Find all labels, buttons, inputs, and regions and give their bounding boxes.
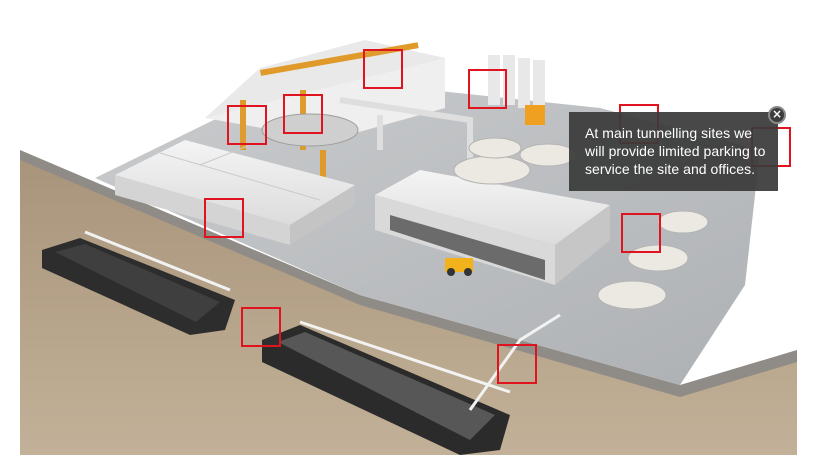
hotspot-warehouse[interactable]	[204, 198, 244, 238]
close-icon[interactable]: ×	[768, 106, 786, 124]
river	[20, 155, 797, 455]
spoil-shed	[375, 170, 610, 285]
wheel-loader	[445, 258, 473, 276]
info-tooltip: At main tunnelling sites we will provide…	[569, 112, 778, 191]
settling-tanks	[453, 137, 709, 310]
barge-gantries	[84, 230, 561, 411]
barge-right	[262, 325, 510, 455]
hotspot-loading-conveyor[interactable]	[497, 344, 537, 384]
hotspot-gantry-crane[interactable]	[227, 105, 267, 145]
hotspot-silos[interactable]	[468, 69, 507, 109]
tooltip-text: At main tunnelling sites we will provide…	[585, 125, 766, 177]
warehouse-left	[115, 140, 355, 245]
cement-silos	[488, 55, 545, 125]
hotspot-tanks[interactable]	[621, 213, 661, 253]
hotspot-shaft[interactable]	[283, 94, 323, 134]
barge-left	[42, 238, 235, 335]
hotspot-shed-roof[interactable]	[363, 49, 403, 89]
hotspot-barge-link[interactable]	[241, 307, 281, 347]
